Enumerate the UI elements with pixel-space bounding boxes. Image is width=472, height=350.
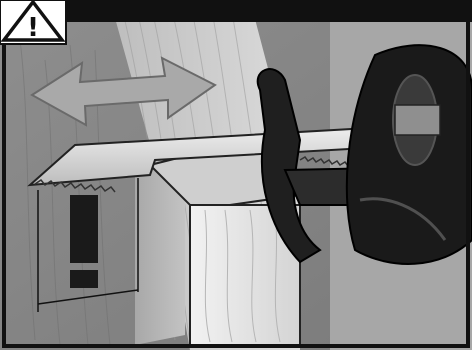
top-bar [0,0,472,22]
warning-symbol: ! [27,13,39,43]
caution-mark [70,195,98,288]
warning-triangle-icon: ! [0,0,66,44]
